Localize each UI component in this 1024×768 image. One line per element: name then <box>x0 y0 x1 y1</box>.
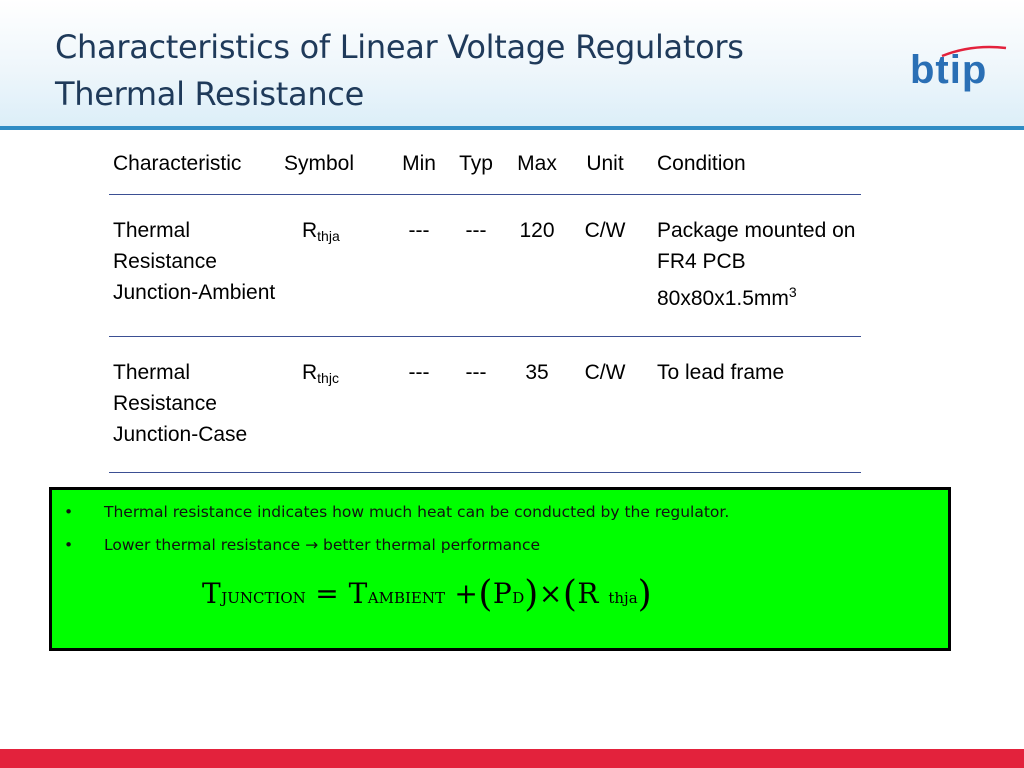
cell-min: --- <box>408 219 430 242</box>
footer-bar <box>0 749 1024 768</box>
condition-superscript: 3 <box>788 284 797 300</box>
junction-temperature-formula: TJUNCTION = TAMBIENT +(PD)×(R thja) <box>202 574 652 615</box>
cell-unit: C/W <box>584 361 626 384</box>
cell-symbol: Rthja <box>280 195 389 337</box>
cell-characteristic: Thermal Resistance Junction-Ambient <box>109 195 280 337</box>
formula-open-paren: ( <box>478 574 493 615</box>
formula-close-paren: ) <box>637 574 653 615</box>
title-line-2: Thermal Resistance <box>55 75 364 113</box>
cell-min: --- <box>408 361 430 384</box>
characteristic-line: Thermal <box>113 219 191 242</box>
col-header-min: Min <box>402 152 436 175</box>
key-points-box: • Thermal resistance indicates how much h… <box>49 487 951 651</box>
btip-logo: btip <box>902 42 1012 106</box>
symbol-subscript: thjc <box>317 370 339 386</box>
condition-line: Package mounted on <box>657 219 856 242</box>
formula-ambient-sub: AMBIENT <box>367 589 445 607</box>
condition-line: 80x80x1.5mm <box>657 287 789 310</box>
bullet-icon: • <box>64 503 74 521</box>
col-header-unit: Unit <box>586 152 624 175</box>
table-row: Thermal Resistance Junction-Ambient Rthj… <box>109 195 861 337</box>
formula-equals: = <box>315 577 340 610</box>
cell-condition: Package mounted on FR4 PCB 80x80x1.5mm3 <box>639 195 861 337</box>
condition-line: FR4 PCB <box>657 250 746 273</box>
characteristic-line: Junction-Ambient <box>113 281 276 304</box>
slide-title: Characteristics of Linear Voltage Regula… <box>55 24 744 118</box>
characteristic-line: Junction-Case <box>113 423 248 446</box>
bullet-text: Lower thermal resistance → better therma… <box>104 536 541 554</box>
formula-t: T <box>348 577 368 610</box>
table-row: Thermal Resistance Junction-Case Rthjc -… <box>109 337 861 473</box>
symbol-base: R <box>302 219 318 242</box>
formula-open-paren: ( <box>562 574 578 615</box>
formula-p: P <box>492 577 513 610</box>
bullet-text: Thermal resistance indicates how much he… <box>104 503 730 521</box>
header-rule <box>0 126 1024 130</box>
cell-max: 120 <box>519 219 555 242</box>
bullet-icon: • <box>64 536 74 554</box>
list-item: • Lower thermal resistance → better therm… <box>62 533 729 566</box>
formula-times: × <box>538 577 563 610</box>
cell-unit: C/W <box>584 219 626 242</box>
col-header-typ: Typ <box>459 152 493 175</box>
formula-close-paren: ) <box>524 574 539 615</box>
bullet-list: • Thermal resistance indicates how much h… <box>62 500 729 566</box>
table-header-row: Characteristic Symbol Min Typ Max Unit C… <box>109 140 861 195</box>
col-header-condition: Condition <box>657 152 746 175</box>
col-header-symbol: Symbol <box>284 152 355 175</box>
characteristic-line: Resistance <box>113 250 217 273</box>
formula-plus: + <box>454 577 479 610</box>
col-header-max: Max <box>517 152 557 175</box>
cell-typ: --- <box>465 361 487 384</box>
logo-text: btip <box>910 48 988 92</box>
header-band <box>0 0 1024 128</box>
cell-characteristic: Thermal Resistance Junction-Case <box>109 337 280 473</box>
cell-max: 35 <box>525 361 549 384</box>
formula-r: R <box>577 577 599 610</box>
cell-typ: --- <box>465 219 487 242</box>
table-divider <box>109 194 861 195</box>
formula-t: T <box>202 577 222 610</box>
table-divider <box>109 472 861 473</box>
formula-junction-sub: JUNCTION <box>221 589 306 607</box>
symbol-base: R <box>302 361 318 384</box>
characteristic-line: Resistance <box>113 392 217 415</box>
formula-thja-sub: thja <box>608 589 638 607</box>
col-header-characteristic: Characteristic <box>113 152 242 175</box>
thermal-resistance-table: Characteristic Symbol Min Typ Max Unit C… <box>109 140 861 473</box>
condition-line: To lead frame <box>657 361 785 384</box>
logo-swoosh-icon <box>941 45 1007 58</box>
title-line-1: Characteristics of Linear Voltage Regula… <box>55 28 744 66</box>
formula-d-sub: D <box>512 589 525 607</box>
characteristic-line: Thermal <box>113 361 191 384</box>
symbol-subscript: thja <box>317 228 340 244</box>
cell-condition: To lead frame <box>639 337 861 473</box>
cell-symbol: Rthjc <box>280 337 389 473</box>
list-item: • Thermal resistance indicates how much h… <box>62 500 729 533</box>
table-divider <box>109 336 861 337</box>
